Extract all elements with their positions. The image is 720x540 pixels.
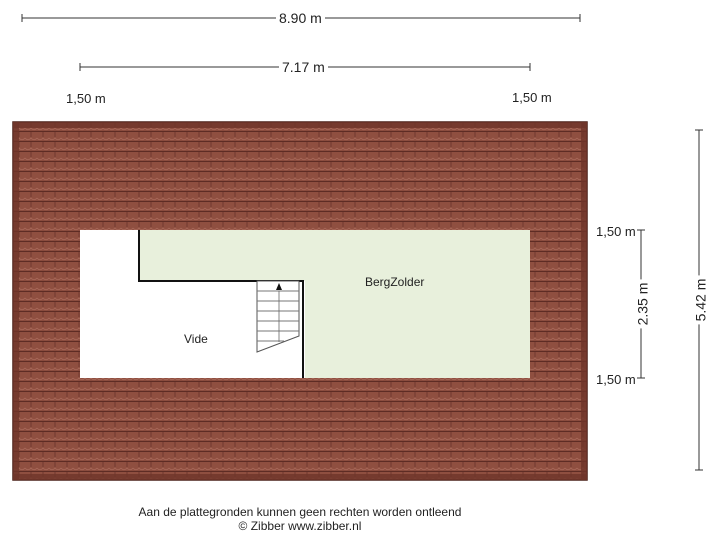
roof-edge-bottom — [13, 474, 587, 480]
footer-disclaimer: Aan de plattegronden kunnen geen rechten… — [138, 505, 462, 519]
bergzolder-area — [139, 230, 530, 378]
top-offset-label: 1,50 m — [596, 224, 636, 239]
footer-copyright: © Zibber www.zibber.nl — [238, 519, 362, 533]
floor-wall — [138, 230, 304, 378]
roof-edge-top — [13, 122, 587, 128]
bottom-offset-label: 1,50 m — [596, 372, 636, 387]
total-depth-label: 5.42 m — [692, 275, 709, 325]
inner-width-label: 7.17 m — [279, 59, 328, 75]
inner-depth-label: 2.35 m — [634, 279, 651, 329]
room-label-bergzolder: BergZolder — [365, 275, 425, 289]
total-width-label: 8.90 m — [276, 10, 325, 26]
roof-edge-right — [581, 122, 587, 480]
roof-edge-left — [13, 122, 19, 480]
staircase — [256, 280, 300, 353]
left-offset-label: 1,50 m — [66, 91, 106, 106]
room-label-vide: Vide — [184, 332, 208, 346]
right-offset-label: 1,50 m — [512, 90, 552, 105]
stair-arrow-icon — [276, 283, 282, 290]
